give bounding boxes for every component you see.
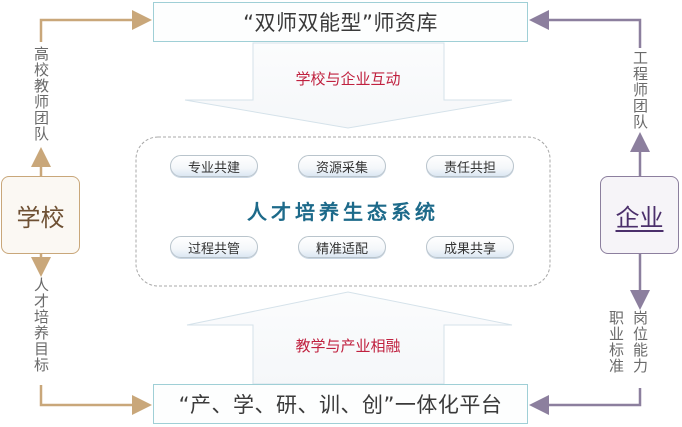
eco-item-label: 责任共担 — [443, 160, 496, 176]
school-label: 学校 — [16, 203, 65, 232]
job-competency-label: 岗位能力 — [631, 310, 649, 374]
enterprise-label: 企业 — [615, 203, 664, 232]
professional-standard-label: 职业标准 — [607, 310, 625, 374]
eco-item-process-co-management: 过程共管 — [170, 236, 258, 258]
ecosystem-title: 人才培养生态系统 — [247, 200, 439, 224]
school-box: 学校 — [1, 176, 80, 254]
teacher-pool-label: “双师双能型”师资库 — [243, 11, 438, 35]
down-arrow-shape — [184, 42, 513, 129]
university-teacher-team-label: 高校教师团队 — [32, 46, 50, 142]
school-enterprise-interaction-label: 学校与企业互动 — [295, 70, 401, 88]
eco-item-label: 精准适配 — [315, 241, 368, 257]
engineer-team-label: 工程师团队 — [631, 50, 649, 130]
up-arrow-shape — [186, 291, 513, 385]
eco-item-shared-responsibility: 责任共担 — [426, 155, 514, 177]
teaching-industry-fusion-label: 教学与产业相融 — [295, 337, 401, 355]
eco-item-precise-matching: 精准适配 — [298, 236, 386, 258]
eco-item-label: 资源采集 — [315, 160, 368, 176]
eco-item-resource-collection: 资源采集 — [298, 155, 386, 177]
integration-platform-box: “产、学、研、训、创”一体化平台 — [153, 384, 528, 424]
eco-item-label: 过程共管 — [187, 241, 240, 257]
enterprise-box: 企业 — [600, 176, 679, 254]
integration-platform-label: “产、学、研、训、创”一体化平台 — [178, 393, 503, 417]
eco-item-label: 专业共建 — [187, 160, 240, 176]
teacher-pool-box: “双师双能型”师资库 — [153, 2, 528, 42]
eco-item-shared-results: 成果共享 — [426, 236, 514, 258]
eco-item-major-co-construction: 专业共建 — [170, 155, 258, 177]
eco-item-label: 成果共享 — [443, 241, 496, 257]
talent-training-goal-label: 人才培养目标 — [32, 277, 50, 373]
